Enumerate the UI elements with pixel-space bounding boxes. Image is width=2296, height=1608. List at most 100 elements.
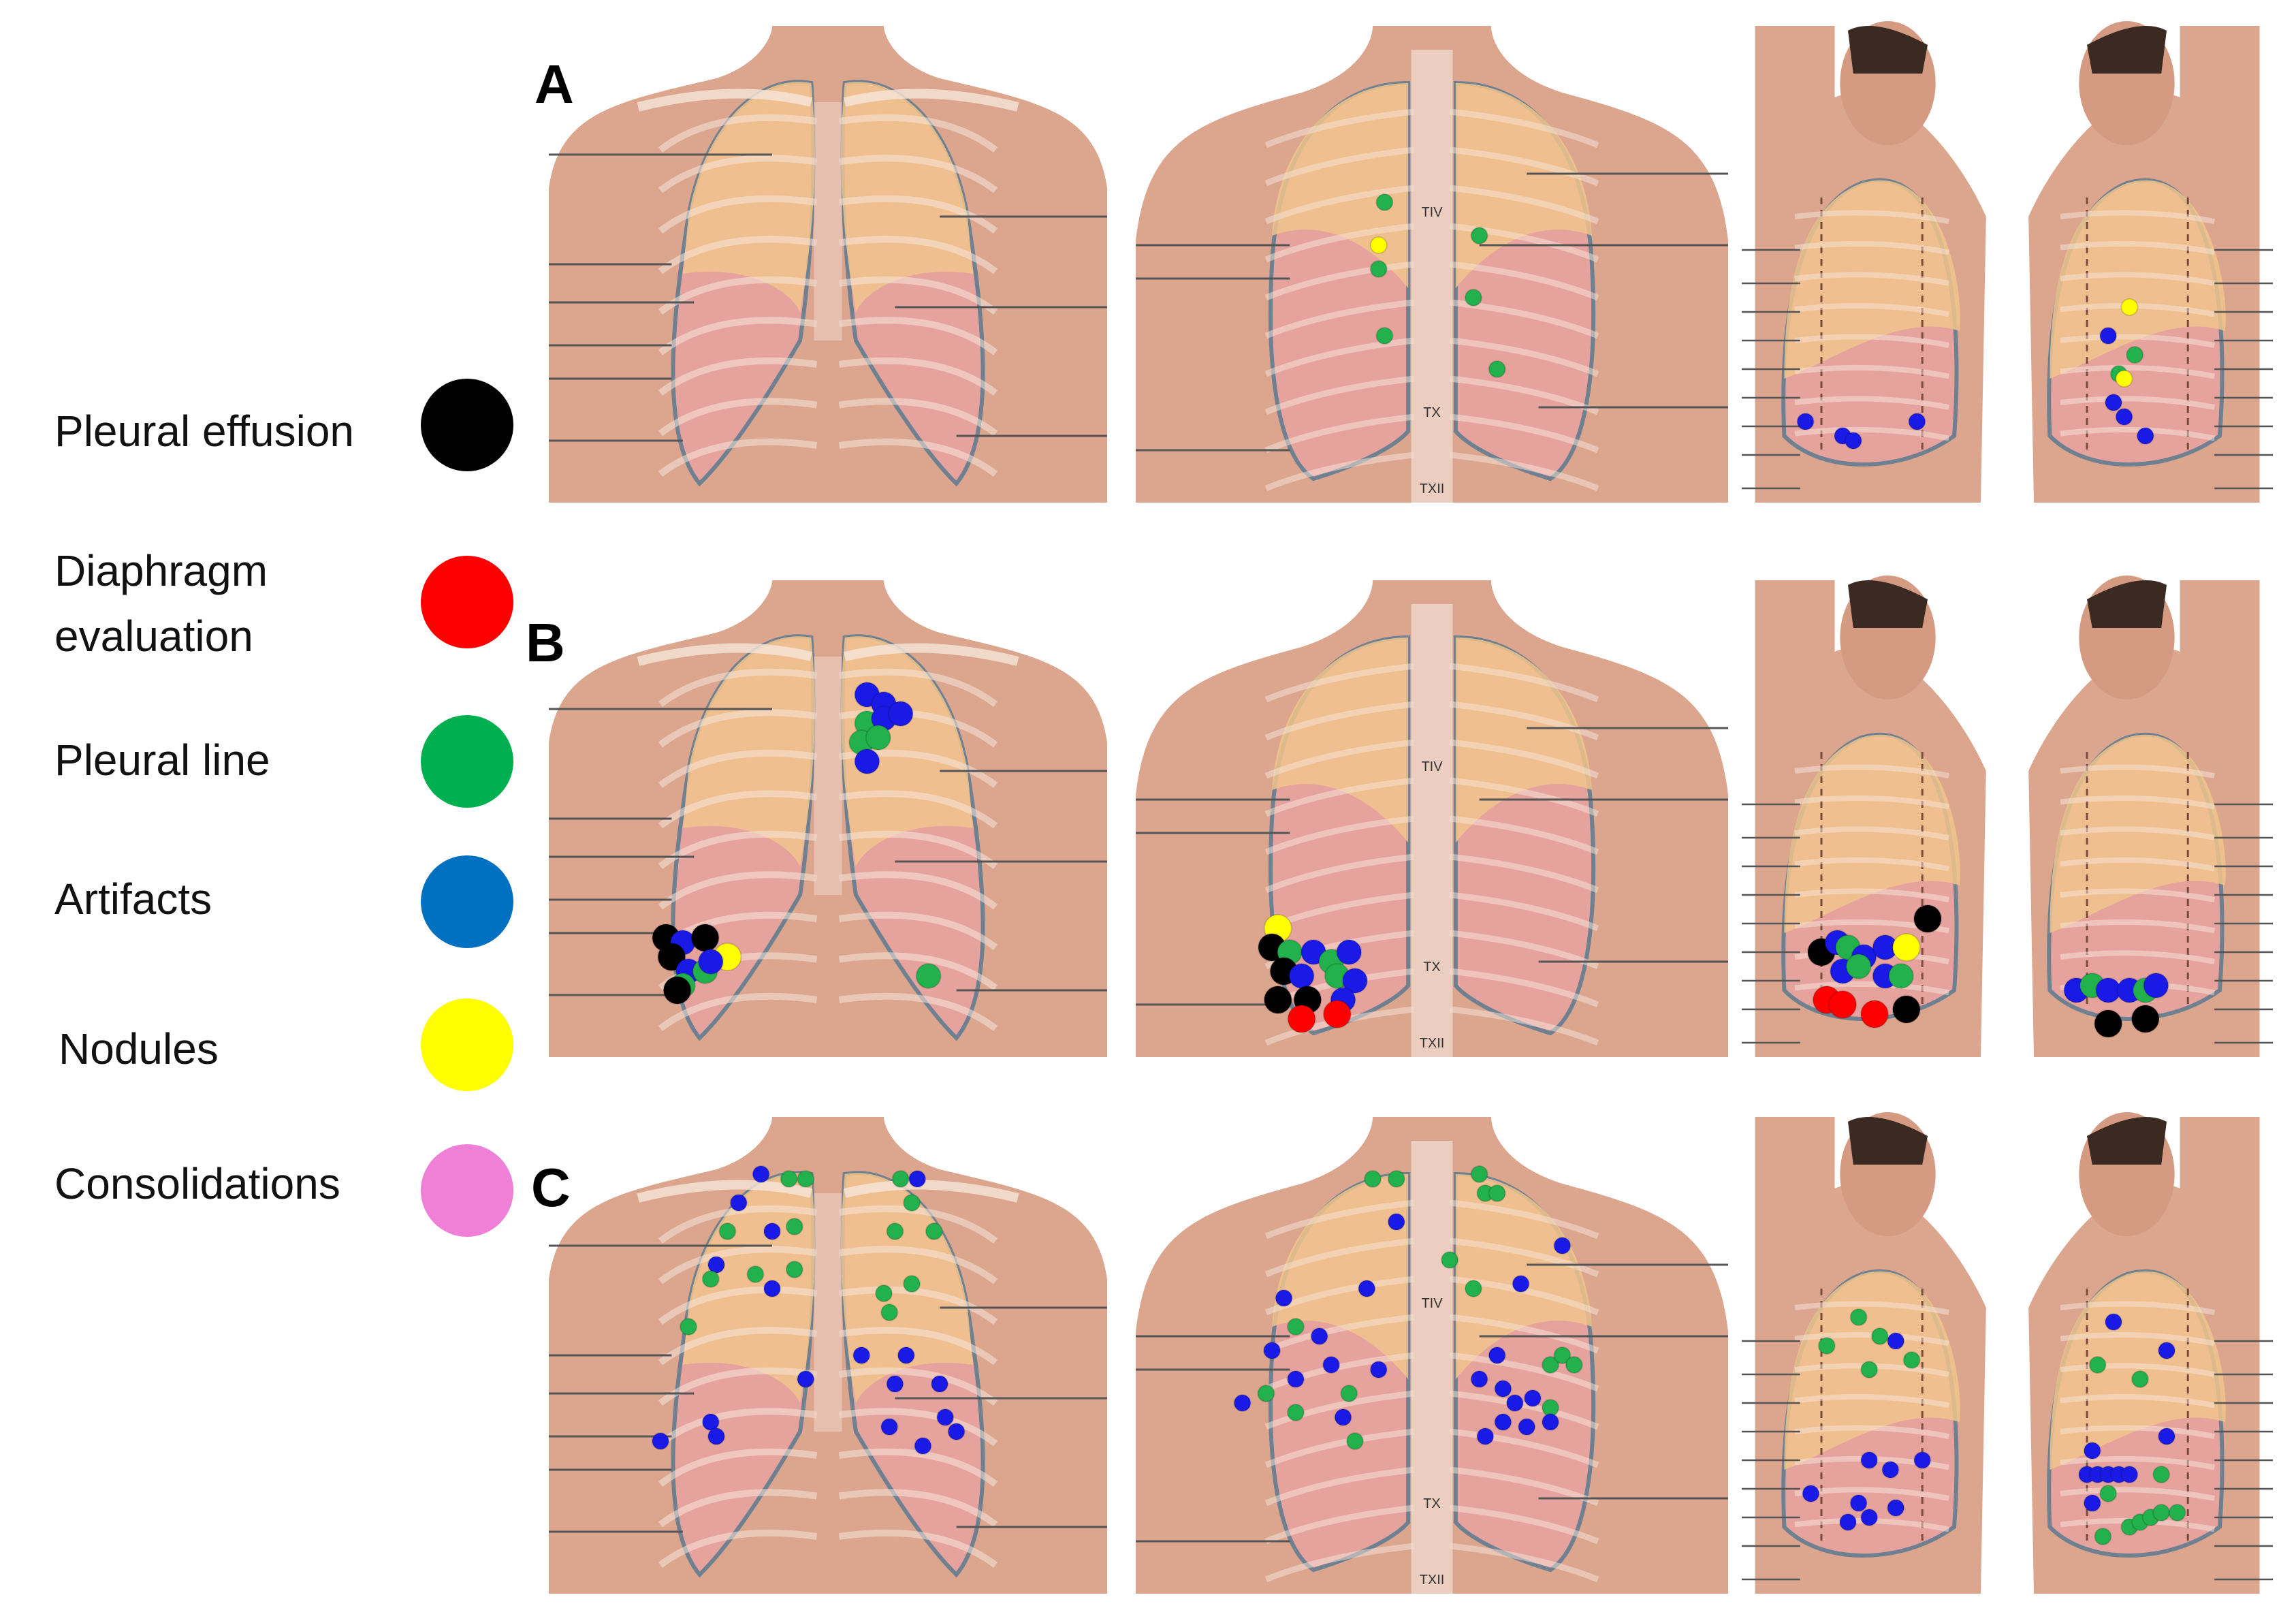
- rib: [658, 195, 818, 234]
- rib: [658, 398, 818, 437]
- hair: [2087, 1117, 2167, 1165]
- finding-marker-pleural-line: [680, 1318, 697, 1336]
- rib: [1264, 701, 1415, 741]
- rib: [1449, 701, 1599, 741]
- rib: [838, 398, 998, 437]
- finding-marker-artifact: [1322, 1356, 1341, 1374]
- sternum: [814, 657, 842, 895]
- rib: [838, 357, 998, 396]
- rib: [1794, 764, 1949, 778]
- lateral-upper-lobe: [2050, 180, 2226, 379]
- lateral-upper-lobe: [2050, 1271, 2226, 1470]
- rib: [1264, 1543, 1415, 1583]
- rib: [1794, 888, 1949, 902]
- finding-marker-artifact: [701, 1413, 720, 1431]
- rib: [838, 668, 998, 707]
- rib: [1794, 396, 1949, 410]
- finding-marker-pleural-line: [891, 1170, 910, 1188]
- legend-label-nodules: Nodules: [59, 1024, 219, 1073]
- rib: [1449, 108, 1599, 148]
- rib: [1264, 1237, 1415, 1278]
- rib: [2060, 857, 2215, 872]
- vertebra-label: TX: [1423, 1496, 1441, 1511]
- finding-marker-artifact: [1476, 1428, 1495, 1445]
- finding-marker-pleural-line: [1870, 1327, 1889, 1345]
- rib: [2060, 1455, 2215, 1470]
- rib: [1264, 1199, 1415, 1240]
- finding-marker-artifact: [707, 1256, 725, 1274]
- finding-marker-pleural-line: [2088, 1356, 2107, 1374]
- finding-marker-pleural-line: [1257, 1385, 1275, 1402]
- rib: [2060, 764, 2215, 778]
- rib: [838, 952, 998, 991]
- finding-marker-pleural-line: [785, 1261, 803, 1278]
- finding-marker-artifact: [1286, 1370, 1305, 1388]
- rib: [838, 830, 998, 869]
- row-label-b: B: [526, 612, 565, 673]
- vertebra-label: TX: [1423, 960, 1441, 975]
- row-c-lateral-views: [1742, 1112, 2273, 1594]
- finding-marker-artifact: [707, 1428, 725, 1445]
- rib: [1794, 857, 1949, 872]
- rib: [2060, 1487, 2215, 1501]
- rib: [838, 1408, 998, 1447]
- finding-marker-pleural-line: [1441, 1251, 1459, 1269]
- rib: [1264, 739, 1415, 779]
- finding-marker-pleural-line: [780, 1170, 798, 1188]
- finding-marker-artifact: [2115, 408, 2133, 426]
- rib: [2060, 210, 2215, 224]
- rib: [1264, 777, 1415, 817]
- clavicle: [843, 89, 1019, 112]
- rib: [1449, 663, 1599, 703]
- rib: [1264, 337, 1415, 377]
- rib: [1794, 210, 1949, 224]
- rib: [1264, 261, 1415, 301]
- legend-label-consolidations: Consolidations: [54, 1159, 340, 1208]
- finding-marker-pleural-line: [1464, 1280, 1482, 1297]
- right-upper-lobe: [1455, 637, 1592, 842]
- finding-marker-pleural-line: [1464, 289, 1482, 306]
- finding-marker-pleural-line: [886, 1223, 904, 1240]
- rib: [838, 317, 998, 356]
- rib: [1449, 968, 1599, 1008]
- rib: [1449, 337, 1599, 377]
- lateral-upper-lobe: [1784, 734, 1960, 933]
- rib: [1794, 1425, 1949, 1439]
- rib: [1794, 826, 1949, 840]
- finding-marker-artifact: [2099, 327, 2118, 345]
- rib: [1794, 795, 1949, 810]
- finding-marker-artifact: [1358, 1280, 1376, 1297]
- finding-marker-artifact: [1523, 1389, 1542, 1407]
- legend-label-pleural-effusion: Pleural effusion: [54, 407, 354, 456]
- rib: [1449, 853, 1599, 894]
- finding-marker-artifact: [887, 701, 914, 727]
- rib: [658, 1205, 818, 1244]
- finding-marker-pleural-line: [1387, 1170, 1405, 1188]
- finding-marker-artifact: [1913, 1451, 1932, 1469]
- finding-marker-pleural-line: [1553, 1346, 1572, 1364]
- row-label-a: A: [535, 54, 574, 114]
- clavicle: [637, 643, 813, 666]
- finding-marker-pleural-line: [1817, 1337, 1836, 1355]
- rib: [2060, 826, 2215, 840]
- rib: [838, 438, 998, 477]
- finding-marker-pleural-line: [865, 725, 891, 751]
- rib: [1264, 1428, 1415, 1468]
- finding-marker-artifact: [886, 1375, 904, 1393]
- finding-marker-artifact: [1263, 1342, 1281, 1359]
- rib: [1794, 240, 1949, 255]
- finding-marker-artifact: [2136, 427, 2154, 445]
- finding-marker-artifact: [652, 1432, 669, 1450]
- rib: [1794, 981, 1949, 996]
- finding-marker-pleural-line: [1845, 953, 1872, 979]
- hair: [2087, 580, 2167, 628]
- finding-marker-pleural-line: [1565, 1356, 1583, 1374]
- rib: [1264, 1390, 1415, 1430]
- rib: [1449, 413, 1599, 454]
- finding-marker-artifact: [2083, 1442, 2101, 1460]
- finding-marker-artifact: [1844, 432, 1862, 450]
- finding-marker-artifact: [931, 1375, 948, 1393]
- finding-marker-artifact: [854, 748, 880, 774]
